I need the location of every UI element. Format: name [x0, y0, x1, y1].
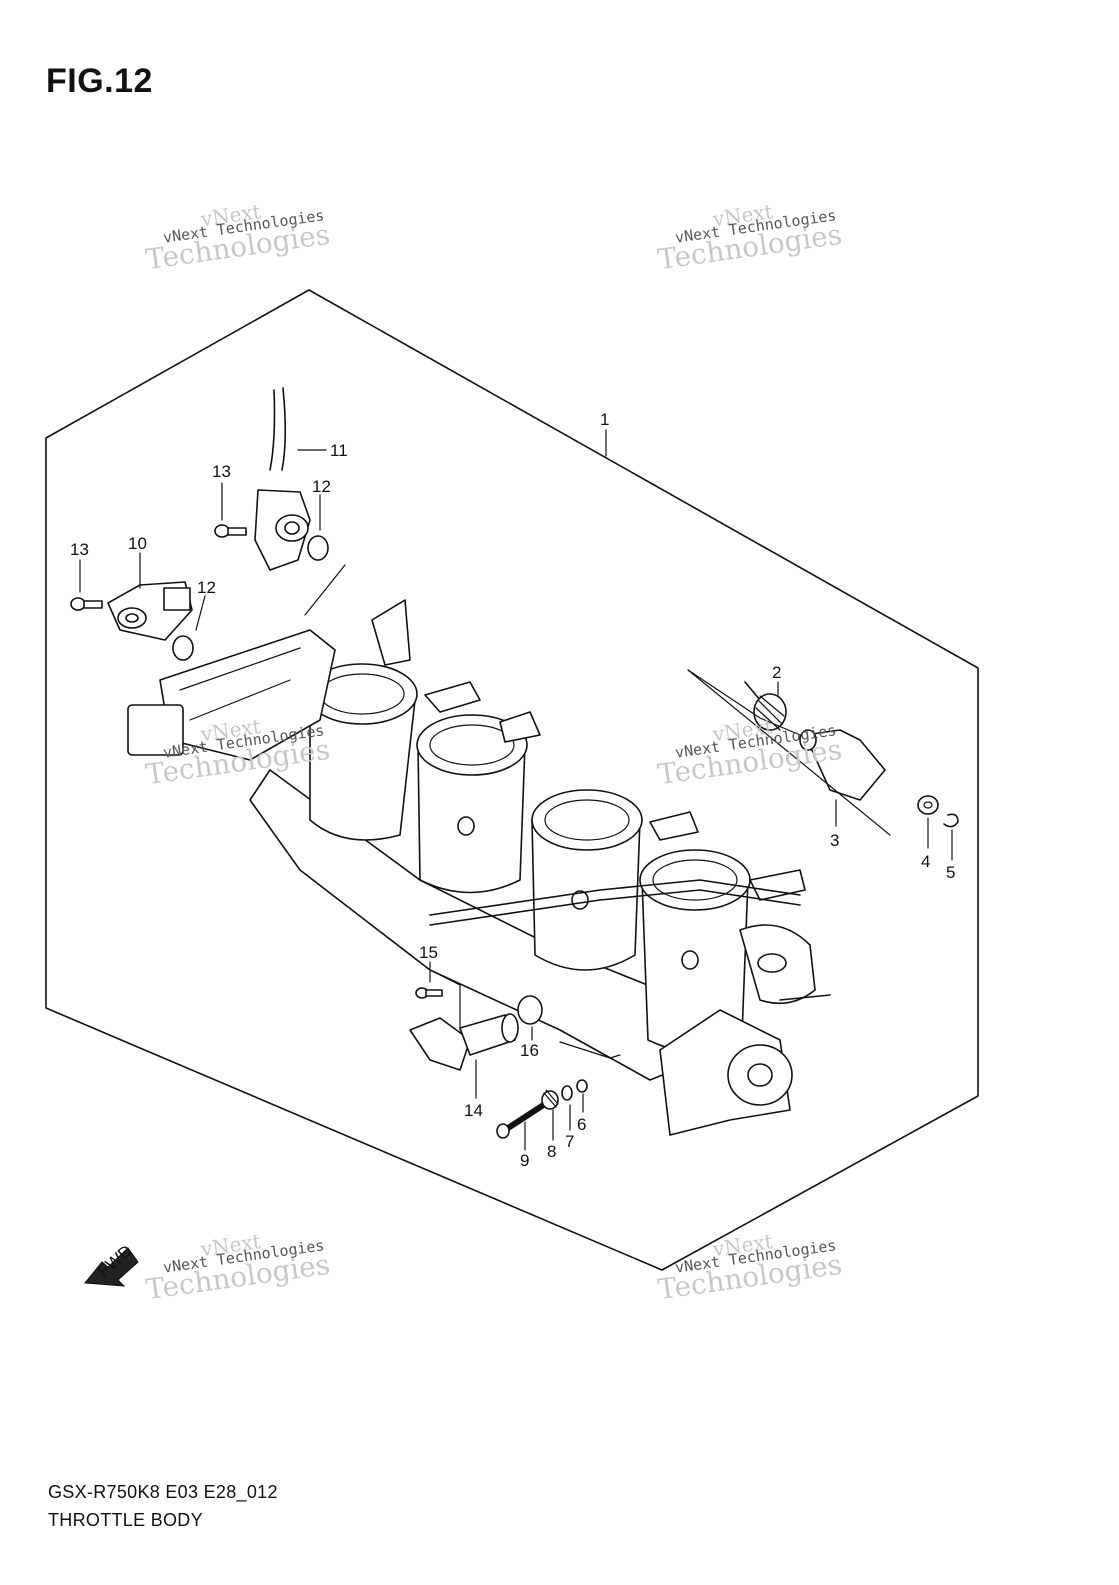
part-14-throttle-sensor-lower	[409, 1013, 519, 1071]
model-code: GSX-R750K8 E03 E28_012	[48, 1482, 278, 1502]
callout-10: 10	[128, 534, 147, 553]
part-9-adjust-screw	[503, 1099, 550, 1133]
diagram-name: THROTTLE BODY	[48, 1510, 203, 1530]
callout-3: 3	[830, 831, 839, 850]
part-11-throttle-position-sensor	[254, 387, 327, 571]
part-13-screw-upper	[214, 524, 247, 538]
part-8-spring	[541, 1089, 559, 1110]
figure-title: FIG.12	[46, 62, 153, 100]
callout-7: 7	[565, 1132, 574, 1151]
throttle-body-assembly	[127, 599, 831, 1136]
part-16-o-ring	[517, 995, 543, 1025]
callout-11: 11	[330, 441, 348, 460]
callout-9: 9	[520, 1151, 529, 1170]
callout-1: 1	[600, 410, 609, 429]
callout-12-lower: 12	[197, 578, 216, 597]
fwd-direction-icon: FWD	[84, 1241, 139, 1287]
part-10-secondary-throttle-sensor	[107, 581, 193, 641]
part-13-screw-lower	[70, 597, 103, 611]
part-12-o-ring-lower	[172, 635, 194, 661]
callout-12-upper: 12	[312, 477, 331, 496]
callout-16: 16	[520, 1041, 539, 1060]
callout-2: 2	[772, 663, 781, 682]
callout-14: 14	[464, 1101, 483, 1120]
callout-15: 15	[419, 943, 438, 962]
part-3-idle-speed-valve	[799, 729, 886, 801]
part-12-o-ring-upper	[307, 535, 329, 561]
callout-13-lower: 13	[70, 540, 89, 559]
part-2-spring	[744, 681, 787, 731]
callout-4: 4	[921, 852, 930, 871]
callout-6: 6	[577, 1115, 586, 1134]
part-5-circlip	[943, 813, 959, 828]
callout-8: 8	[547, 1142, 556, 1161]
part-15-screw	[415, 987, 443, 999]
assembly-boundary	[45, 289, 979, 1271]
part-4-washer	[917, 795, 939, 815]
part-7-washer	[561, 1085, 573, 1101]
part-6-o-ring	[576, 1079, 588, 1093]
callout-13-upper: 13	[212, 462, 231, 481]
callout-5: 5	[946, 863, 955, 882]
